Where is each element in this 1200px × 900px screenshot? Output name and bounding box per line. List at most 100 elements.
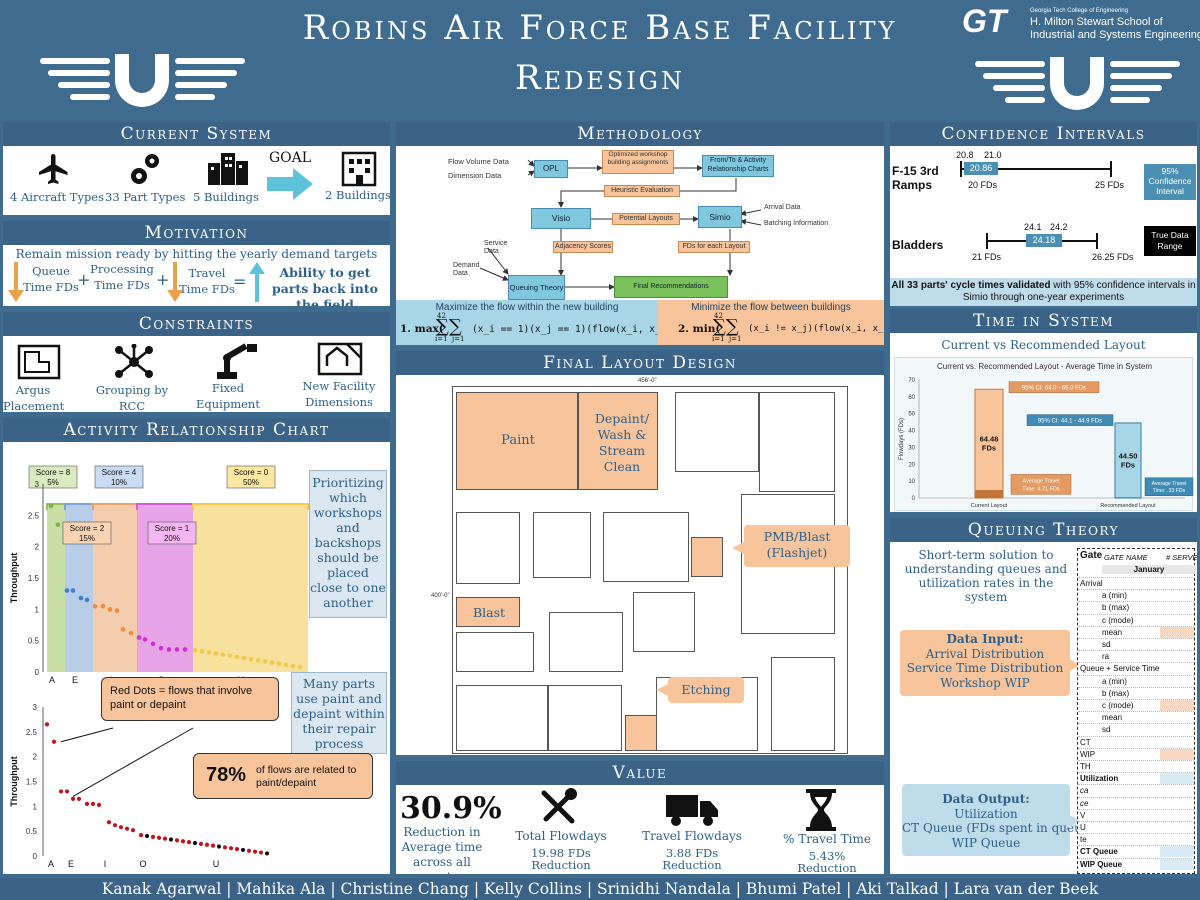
y-tick-2: 0 (33, 852, 38, 861)
ci-range-1 (960, 168, 1112, 170)
ci-legend-range: True Data Range (1144, 226, 1196, 256)
output-pointer (1068, 814, 1080, 828)
data-point (241, 655, 247, 661)
flow-dot (222, 845, 228, 850)
room-block (759, 392, 835, 492)
flow-dot (258, 850, 264, 855)
sheet-row: V (1078, 808, 1194, 821)
data-input-title: Data Input: (946, 632, 1024, 646)
ci-panel: Confidence Intervals F-15 3rd Ramps 20.8… (890, 122, 1197, 306)
objective-2-prefix: 2. min( (678, 323, 721, 335)
tis-x-tick: Recommended Layout (1100, 503, 1156, 509)
tis-subtitle: Current vs Recommended Layout (941, 338, 1146, 352)
data-point (283, 662, 289, 668)
flow-dot (240, 847, 246, 853)
x-tick-2: O (139, 859, 146, 869)
value-big-label: Reduction in Average time across all par… (401, 825, 483, 874)
data-point (290, 663, 296, 669)
sheet-row: b (max) (1078, 601, 1194, 613)
sheet-row: a (min) (1078, 589, 1194, 601)
layout-panel: Final Layout Design 456'-0" 400'-0" Pain… (396, 351, 884, 755)
flow-dot (228, 846, 234, 851)
footer-authors: Kanak Agarwal | Mahika Ala | Christine C… (0, 878, 1200, 900)
node-adjacency: Adjacency Scores (553, 241, 613, 253)
room-blast: Blast (456, 597, 520, 627)
facility-plan-icon (317, 342, 363, 376)
x-tick-2: A (48, 859, 54, 869)
sheet-row: Utilization (1078, 772, 1194, 785)
room-block (456, 685, 548, 751)
airplane-icon (39, 154, 68, 184)
pmb-callout-text: PMB/Blast (Flashjet) (763, 529, 831, 560)
flow-dot (168, 837, 174, 842)
data-point (199, 648, 205, 654)
blueprint-icon (17, 344, 61, 380)
etching-callout-text: Etching (681, 682, 731, 697)
paint-use-text: Many parts use paint and depaint within … (293, 676, 385, 751)
tis-y-label: Flowdays (FDs) (899, 418, 905, 460)
objective-1-sum-j: j=1 (452, 335, 465, 343)
title-line-2: Redesign (515, 58, 685, 98)
score-pct: 50% (243, 478, 259, 487)
room-block (771, 657, 835, 751)
tis-y-tick: 50 (908, 412, 915, 418)
buildings-icon (208, 153, 248, 185)
flow-dot (192, 840, 198, 846)
data-point (269, 660, 275, 665)
data-point (227, 653, 233, 659)
sheet-row: a (min) (1078, 674, 1194, 687)
arc-charts: Score = 85%Score = 410%Score = 215%Score… (9, 465, 309, 869)
tis-bar-unit: FDs (982, 444, 996, 453)
ci-title: Confidence Intervals (890, 122, 1197, 146)
data-point (234, 654, 240, 660)
ci-hi-2: 24.2 (1050, 222, 1068, 232)
score-label: Score = 0 (234, 468, 269, 477)
truck-icon (666, 795, 718, 826)
node-optimized: Optimized workshop building assignments (602, 150, 674, 174)
y-tick-2: 3 (33, 703, 38, 712)
flow-dot (51, 739, 57, 744)
data-point (48, 503, 54, 509)
y-tick-2: 2.5 (26, 728, 38, 737)
tis-bar (1114, 422, 1142, 499)
equals: = (233, 272, 247, 291)
tis-y-tick: 60 (908, 395, 915, 401)
score-band (193, 504, 308, 672)
room-paint-label: Paint (501, 433, 535, 448)
ci-callout-2-text: 95% CI: 44.1 - 44.9 FDs (1038, 419, 1102, 425)
sheet-row: mean (1078, 711, 1194, 723)
ci-note: All 33 parts' cycle times validated with… (890, 278, 1197, 306)
school-line-1: H. Milton Stewart School of (1030, 16, 1163, 28)
data-output-3: WIP Queue (951, 835, 1021, 850)
sheet-row: c (mode) (1078, 699, 1194, 711)
ci-interval-1: 20.86 (964, 162, 998, 175)
tis-y-tick: 70 (908, 378, 915, 384)
sheet-row: WIP Queue (1078, 857, 1194, 870)
data-point (166, 647, 172, 652)
score-box (226, 465, 276, 489)
room-block (533, 512, 591, 578)
ci-left-1: 20 FDs (968, 180, 998, 190)
constraints-title: Constraints (3, 312, 390, 336)
flow-dot (118, 825, 124, 830)
motivation-term-1: Queue Time FDs (23, 264, 79, 294)
score-bracket (192, 503, 309, 510)
tis-bar-value: 44.50 (1119, 451, 1138, 460)
y-tick-2: 1.5 (26, 778, 38, 787)
value-item-3-sub: Reduction (797, 861, 857, 874)
data-point (255, 658, 261, 663)
ci-lo-1: 20.8 (956, 150, 974, 160)
x-tick: A (49, 675, 55, 685)
value-item-2-value: 3.88 FDs (665, 846, 719, 860)
x-tick-2: I (104, 859, 107, 869)
ci-label-1: F-15 3rd Ramps (892, 164, 939, 192)
data-input-1: Arrival Distribution (925, 646, 1045, 661)
input-pointer (1068, 658, 1080, 672)
input-demand: Demand Data (453, 262, 480, 277)
sheet-cell (1160, 858, 1194, 870)
constraints-panel: Constraints Argus Placement Grouping by … (3, 312, 390, 412)
sheet-cell (1160, 700, 1194, 711)
y-tick-2: 2 (33, 753, 38, 762)
header: Robins Air Force Base Facility Redesign … (0, 0, 1200, 113)
current-item-2: 33 Part Types (105, 190, 186, 204)
